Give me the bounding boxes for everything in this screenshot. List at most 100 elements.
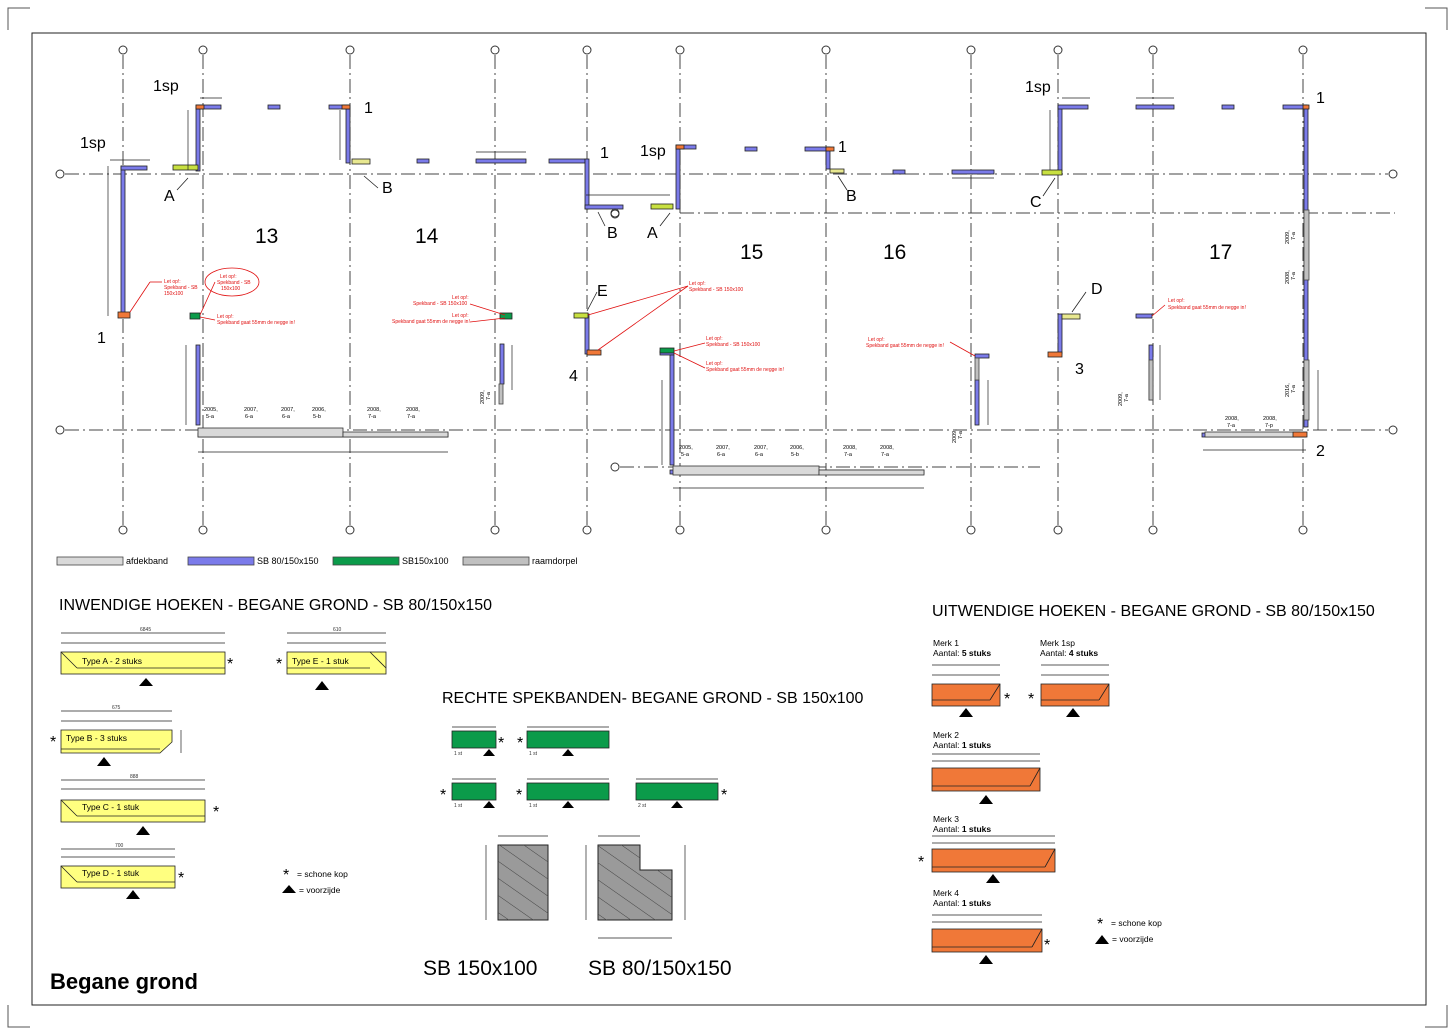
star-mark: * <box>1044 937 1050 954</box>
svg-text:= voorzijde: = voorzijde <box>1112 934 1154 944</box>
svg-text:7-a: 7-a <box>368 414 377 420</box>
mark-2: 2 <box>1316 443 1325 460</box>
room-16: 16 <box>883 241 906 264</box>
svg-text:2009,: 2009, <box>1285 230 1291 244</box>
svg-text:Let op!:: Let op!: <box>220 274 237 280</box>
svg-text:7-a: 7-a <box>486 391 492 400</box>
svg-text:Spekband gaat 55mm de negge in: Spekband gaat 55mm de negge in! <box>866 343 944 349</box>
svg-text:Let op!:: Let op!: <box>868 337 885 343</box>
mark-1: 1 <box>97 330 106 347</box>
star-mark: * <box>918 854 924 871</box>
svg-text:150x100: 150x100 <box>221 286 240 292</box>
svg-text:Spekband - SB: Spekband - SB <box>217 280 251 286</box>
raamdorpel-segments <box>498 209 1310 421</box>
svg-text:2008,: 2008, <box>406 407 420 413</box>
mark-e: E <box>597 283 608 300</box>
recht-dim-lines <box>452 726 718 780</box>
sp-label: 1sp <box>1025 79 1051 96</box>
mark-1: 1 <box>600 145 609 162</box>
svg-text:7-a: 7-a <box>407 414 416 420</box>
svg-text:6-a: 6-a <box>755 452 764 458</box>
svg-text:Spekband - SB 150x100: Spekband - SB 150x100 <box>706 342 760 348</box>
inwendig-pieces <box>60 632 387 889</box>
svg-text:7-p: 7-p <box>1265 423 1273 429</box>
star-mark: * <box>721 787 727 804</box>
svg-text:Let op!:: Let op!: <box>217 314 234 320</box>
sp-labels: 1sp 1sp 1sp 1sp <box>80 78 1051 160</box>
inwendig-stars: * * * * * <box>50 656 282 887</box>
mark-a: A <box>647 225 658 242</box>
svg-text:7-a: 7-a <box>1291 384 1297 393</box>
svg-text:Let op!:: Let op!: <box>452 295 469 301</box>
svg-text:*: * <box>283 867 289 884</box>
piece-count: 1 st <box>529 803 538 809</box>
uitwendig-bevels <box>932 664 1110 948</box>
svg-text:Let op!:: Let op!: <box>689 281 706 287</box>
svg-text:Let op!:: Let op!: <box>706 336 723 342</box>
svg-text:150x100: 150x100 <box>164 291 183 297</box>
svg-text:2005,: 2005, <box>204 407 218 413</box>
type-c-label: Type C - 1 stuk <box>82 802 140 812</box>
svg-text:Let op!:: Let op!: <box>1168 298 1185 304</box>
piece-count: 1 st <box>454 751 463 757</box>
legend-label: SB150x100 <box>402 556 449 566</box>
room-13: 13 <box>255 225 278 248</box>
svg-text:Spekband gaat 55mm de negge in: Spekband gaat 55mm de negge in! <box>217 320 295 326</box>
star-mark: * <box>516 787 522 804</box>
mark-b: B <box>846 188 857 205</box>
svg-text:Merk 2: Merk 2 <box>933 730 959 740</box>
corner-pieces <box>117 104 1310 438</box>
front-triangles <box>97 678 1109 964</box>
type-b-label: Type B - 3 stuks <box>66 733 127 743</box>
legend-swatch-afdekband <box>56 556 124 566</box>
mark-3: 3 <box>1075 361 1084 378</box>
star-mark: * <box>517 735 523 752</box>
star-mark: * <box>440 787 446 804</box>
legend-label: SB 80/150x150 <box>257 556 319 566</box>
recht-stars: * * * * * <box>440 735 727 804</box>
svg-text:5-a: 5-a <box>681 452 690 458</box>
svg-text:Merk 3: Merk 3 <box>933 814 959 824</box>
legend-swatch-raamdorpel <box>462 556 530 566</box>
svg-text:7-a: 7-a <box>958 430 964 439</box>
svg-text:Spekband gaat 55mm de negge in: Spekband gaat 55mm de negge in! <box>1168 305 1246 311</box>
star-mark: * <box>178 870 184 887</box>
svg-text:6-a: 6-a <box>245 414 254 420</box>
room-14: 14 <box>415 225 439 248</box>
svg-text:5-b: 5-b <box>313 414 321 420</box>
recht-counts: 1 st 1 st 1 st 1 st 2 st <box>454 751 647 809</box>
svg-text:*: * <box>1097 916 1103 933</box>
svg-text:6-a: 6-a <box>282 414 291 420</box>
svg-text:2008,: 2008, <box>1285 270 1291 284</box>
svg-text:= schone kop: = schone kop <box>1111 918 1162 928</box>
svg-text:Let op!:: Let op!: <box>706 361 723 367</box>
legend-label: afdekband <box>126 556 168 566</box>
svg-text:2005,: 2005, <box>679 445 693 451</box>
star-mark: * <box>276 656 282 673</box>
mark-a: A <box>164 188 175 205</box>
svg-text:7-a: 7-a <box>1227 423 1236 429</box>
svg-text:2007,: 2007, <box>281 407 295 413</box>
svg-text:Spekband - SB: Spekband - SB <box>164 285 198 291</box>
piece-count: 1 st <box>454 803 463 809</box>
svg-text:2008,: 2008, <box>843 445 857 451</box>
merk-labels: Merk 1 Aantal: 5 stuks Merk 1sp Aantal: … <box>933 638 1098 908</box>
afdekband-segments <box>197 427 1301 476</box>
type-e-label: Type E - 1 stuk <box>292 656 349 666</box>
svg-text:6845: 6845 <box>140 627 151 633</box>
mark-d: D <box>1091 281 1103 298</box>
room-numbers: 13 14 15 16 17 <box>255 225 1232 264</box>
symbol-key-right: * = schone kop = voorzijde <box>1097 916 1162 944</box>
svg-text:6-a: 6-a <box>717 452 726 458</box>
star-mark: * <box>227 656 233 673</box>
legend-swatch-sb150x100 <box>332 556 400 566</box>
star-mark: * <box>1004 691 1010 708</box>
grid-bubbles <box>55 45 1398 535</box>
profile-sb80-150x150 <box>585 835 686 939</box>
star-mark: * <box>1028 691 1034 708</box>
piece-count: 1 st <box>529 751 538 757</box>
mark-1: 1 <box>1316 90 1325 107</box>
red-notes: Let op!: Spekband - SB 150x100 Let op!: … <box>164 274 1246 373</box>
page-title: Begane grond <box>50 969 198 994</box>
sp-label: 1sp <box>153 78 179 95</box>
